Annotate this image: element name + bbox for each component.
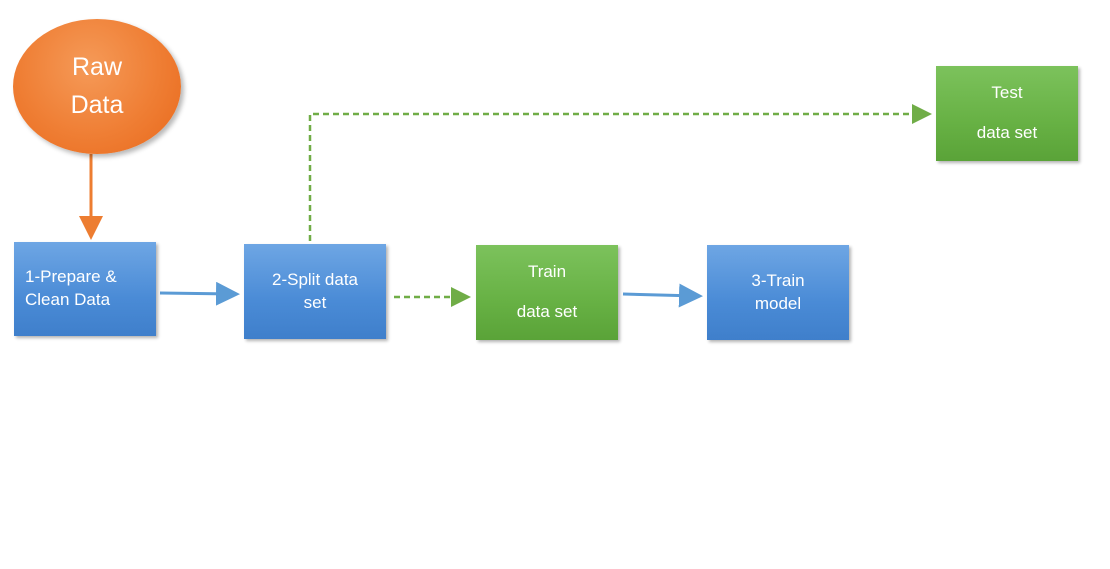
arrow-prepare-to-split (159, 281, 240, 306)
prepare-label-line2: Clean Data (25, 290, 111, 309)
train-model-label-line2: model (754, 293, 802, 313)
raw-data-node: Raw Data (13, 19, 181, 154)
raw-data-label-line2: Data (70, 90, 124, 119)
split-label-line2: set (303, 292, 327, 312)
arrow-train-set-to-model (622, 283, 703, 308)
test-set-label-line2: data set (976, 122, 1038, 142)
train-set-label-line2: data set (516, 301, 578, 321)
raw-data-label-line1: Raw (71, 53, 122, 81)
test-data-set-node: Test data set (936, 66, 1078, 161)
test-set-label-line1: Test (991, 83, 1023, 103)
prepare-label-line1: 1-Prepare & (25, 267, 117, 287)
train-model-label-line1: 3-Train (751, 270, 805, 290)
split-data-set-node: 2-Split data set (244, 244, 386, 339)
train-model-node: 3-Train model (707, 245, 849, 340)
arrow-split-to-test-set (308, 104, 932, 241)
train-data-set-node: Train data set (476, 245, 618, 340)
split-label-line1: 2-Split data (272, 269, 358, 289)
train-set-label-line1: Train (527, 262, 567, 282)
prepare-clean-data-node: 1-Prepare & Clean Data (14, 242, 156, 336)
